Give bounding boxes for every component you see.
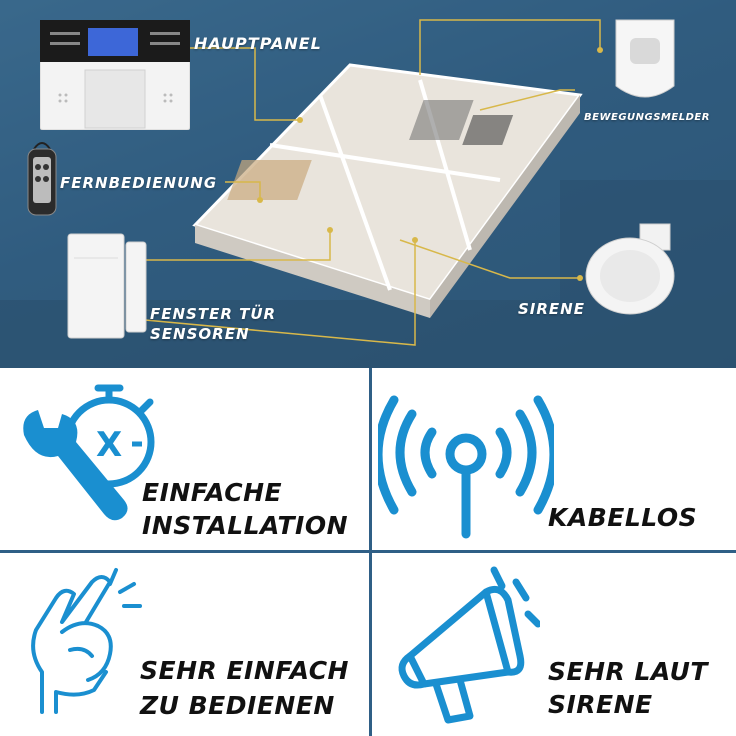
svg-text:X: X xyxy=(96,425,122,465)
feature-sehr-einfach-zu-bedienen: SEHR EINFACH ZU BEDIENEN xyxy=(140,653,349,723)
feature-sehr-laut-sirene: SEHR LAUT SIRENE xyxy=(548,655,708,721)
feature-kabellos: KABELLOS xyxy=(548,503,698,532)
feature-1-line2: INSTALLATION xyxy=(142,511,349,540)
door-sensor-icon xyxy=(67,233,147,339)
label-hauptpanel: HAUPTPANEL xyxy=(194,34,322,53)
megaphone-icon xyxy=(398,566,540,724)
label-fenster-line1: FENSTER TÜR xyxy=(150,305,277,323)
feature-1-line1: EINFACHE xyxy=(142,478,283,507)
label-bewegungsmelder: BEWEGUNGSMELDER xyxy=(584,112,710,123)
divider-horizontal xyxy=(0,550,736,553)
remote-control-icon xyxy=(27,142,57,216)
finger-snap-icon xyxy=(31,568,142,714)
label-sirene: SIRENE xyxy=(518,300,585,318)
wrench-stopwatch-icon: X xyxy=(23,384,155,521)
feature-4-line2: SIRENE xyxy=(548,690,653,719)
label-fernbedienung: FERNBEDIENUNG xyxy=(60,174,218,192)
feature-4-line1: SEHR LAUT xyxy=(548,657,708,686)
siren-icon xyxy=(585,223,675,315)
label-fenster-line2: SENSOREN xyxy=(150,325,250,343)
label-fenster-sensoren: FENSTER TÜR SENSOREN xyxy=(150,304,276,344)
hero-banner: HAUPTPANEL FERNBEDIENUNG FENSTER TÜR SEN… xyxy=(0,0,736,368)
wireless-antenna-icon xyxy=(378,395,554,539)
feature-3-line2: ZU BEDIENEN xyxy=(140,691,335,720)
feature-3-line1: SEHR EINFACH xyxy=(140,656,349,685)
motion-detector-icon xyxy=(615,19,675,98)
control-panel-icon xyxy=(40,20,190,130)
feature-einfache-installation: EINFACHE INSTALLATION xyxy=(142,476,348,542)
